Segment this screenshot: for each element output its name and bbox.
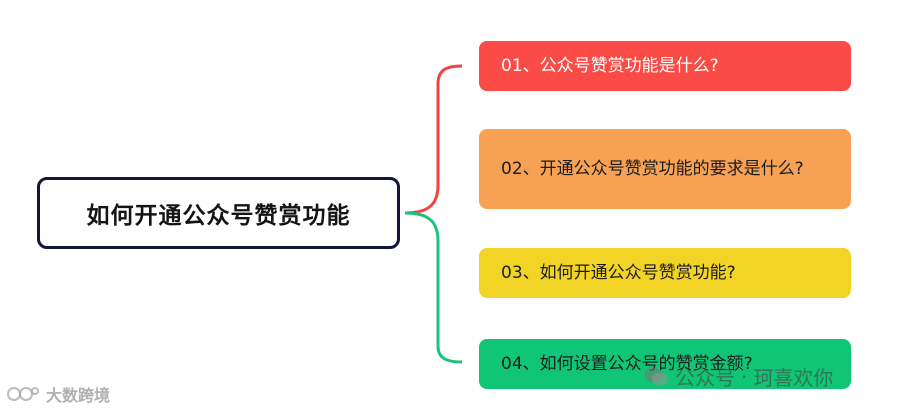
branch-node-3: 03、如何开通公众号赞赏功能? <box>479 248 851 298</box>
branch-node-2: 02、开通公众号赞赏功能的要求是什么? <box>479 129 851 209</box>
separator-dot-icon: · <box>741 364 748 389</box>
logo-icon <box>7 387 39 401</box>
root-title: 如何开通公众号赞赏功能 <box>86 203 351 229</box>
watermark-left-text: 大数跨境 <box>46 386 111 405</box>
watermark-left: 大数跨境 <box>6 382 110 406</box>
branch-label-4: 04、如何设置公众号的赞赏金额? <box>501 353 753 374</box>
root-node: 如何开通公众号赞赏功能 <box>37 177 400 249</box>
watermark-right: 公众号 · 珂喜欢你 <box>643 362 833 391</box>
branch-label-3: 03、如何开通公众号赞赏功能? <box>501 262 736 283</box>
watermark-name: 珂喜欢你 <box>753 366 834 390</box>
connector-upper <box>404 64 463 215</box>
watermark-source: 公众号 <box>675 366 735 390</box>
branch-label-2: 02、开通公众号赞赏功能的要求是什么? <box>501 158 804 179</box>
wechat-icon <box>644 367 668 385</box>
connector-lower <box>404 211 463 364</box>
branch-label-1: 01、公众号赞赏功能是什么? <box>501 55 719 76</box>
branch-node-1: 01、公众号赞赏功能是什么? <box>479 41 851 91</box>
